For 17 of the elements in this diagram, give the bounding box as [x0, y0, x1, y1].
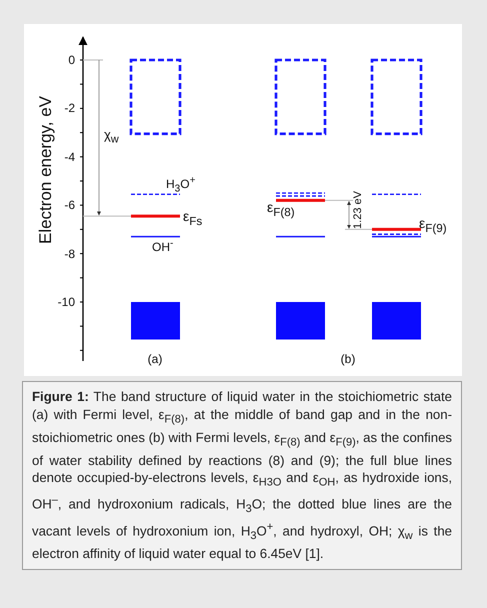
level-label: OH$^{-}$ [152, 236, 174, 254]
tick-label: -2 [64, 101, 75, 116]
level-label: ε$_{F(9)}$ [419, 216, 447, 236]
tick-label: -10 [58, 295, 75, 309]
level-label: ε$_{F(8)}$ [267, 200, 295, 220]
panel-label: (b) [340, 352, 356, 366]
axis-title: Electron energy, eV [39, 96, 53, 244]
tick-label: -8 [64, 246, 75, 261]
tick-label: -6 [64, 198, 75, 212]
dimension-label: χ$_{w}$ [104, 128, 119, 146]
level-label: ε$_{Fs}$ [183, 209, 202, 229]
figure-caption: Figure 1: The band structure of liquid water in the stoichiometric state (a) with Fermi level, ε$_{F(8)}$, at the middle of band gap and in the non-stoichiometric ones (b) with Fermi levels, ε$_{F(8)}$ and ε$_{F(9)}$, as the confines of water stability defined by reactions (8) and (9); the full blue lines denote occupied-by-electrons levels, ε$_{H3O}$ and ε$_{OH}$, as hydroxide ions, OH$^{–}$, and hydroxonium radicals, H$_{3}$O; the dotted blue lines are the vacant levels of hydroxonium ion, H$_{3}$O$^{+}$, and hydroxyl, OH; χ$_{w}$ is the electron affinity of liquid water equal to 6.45eV [1]. [22, 381, 462, 570]
dimension-label: 1.23 eV [351, 191, 365, 229]
tick-label: -4 [64, 150, 75, 164]
tick-label: 0 [68, 53, 75, 67]
level-label: H$_{3}$O$^{+}$ [166, 174, 196, 196]
panel-label: (a) [148, 352, 162, 366]
